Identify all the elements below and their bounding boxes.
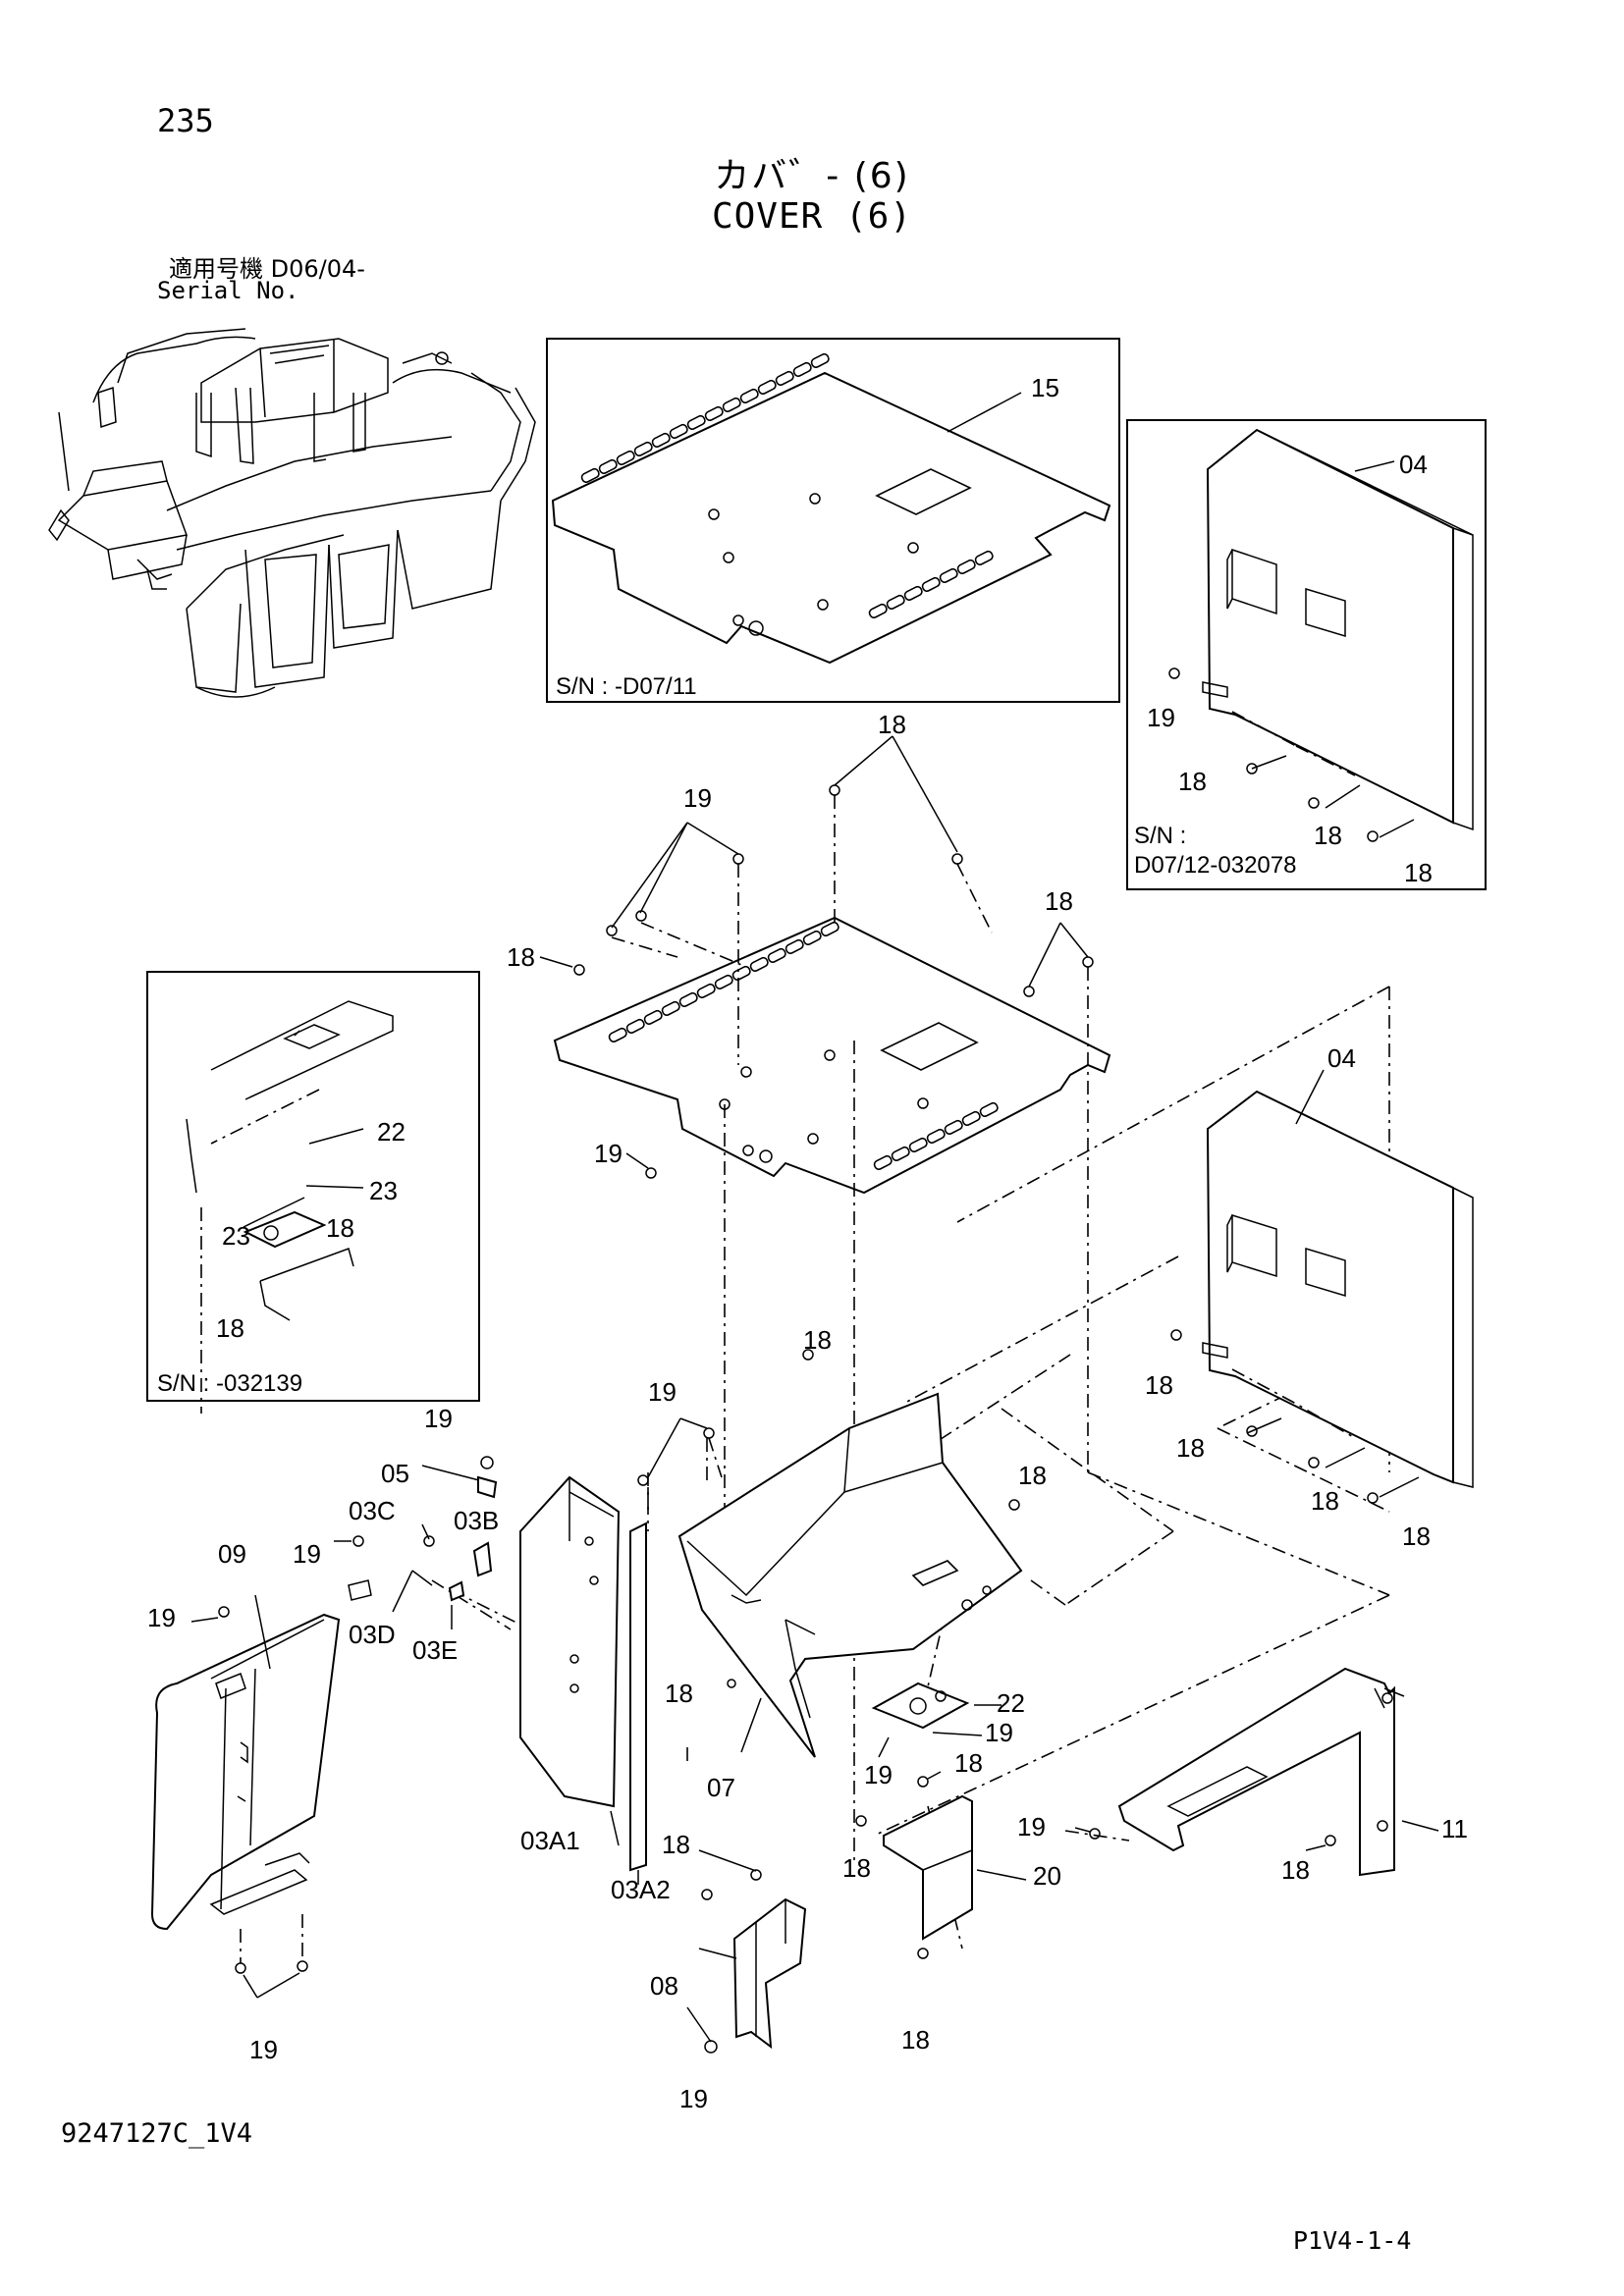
callout-03e: 03E: [412, 1635, 459, 1665]
callout-18-plate-left: 18: [507, 942, 535, 972]
callout-18-panel-d: 18: [1402, 1522, 1431, 1551]
callout-05: 05: [381, 1459, 409, 1488]
callout-19-plate-left: 19: [594, 1139, 623, 1168]
serial-label-japanese: 適用号機 D06/04-: [169, 255, 365, 283]
drawing-number: 9247127C_1V4: [61, 2118, 253, 2149]
main-top-plate: [553, 916, 1111, 1195]
inset-box-top-plate: [546, 338, 1120, 703]
callout-18-left-a: 18: [326, 1213, 354, 1243]
title-english: COVER (6): [711, 196, 913, 237]
callout-19-box: 19: [648, 1377, 677, 1407]
callout-19-09-bottom: 19: [249, 2035, 278, 2064]
main-cover-20: [883, 1794, 973, 1941]
callout-23-left-b: 23: [222, 1221, 250, 1251]
callout-04-main: 04: [1327, 1043, 1356, 1073]
callout-07: 07: [707, 1773, 735, 1802]
callout-18-inset-b: 18: [1314, 821, 1342, 850]
slot-row-a: [580, 352, 830, 483]
main-seal-03a2: [629, 1522, 647, 1872]
callout-18-20-left: 18: [842, 1853, 871, 1883]
callout-08: 08: [650, 1971, 678, 2001]
callout-18-20-bottom: 18: [901, 2025, 930, 2055]
callout-03d: 03D: [349, 1620, 396, 1649]
inset-box-side-panel: [1126, 419, 1487, 890]
page-reference: P1V4-1-4: [1293, 2226, 1412, 2255]
top-plate-15-inset: [551, 352, 1111, 665]
callout-18-inset-c: 18: [1404, 858, 1433, 887]
callout-19-mid: 19: [864, 1760, 893, 1789]
callout-18-panel-c: 18: [1311, 1486, 1339, 1516]
slot-row-b: [868, 550, 994, 618]
main-slot-row-b: [873, 1101, 999, 1170]
callout-18-20: 18: [954, 1748, 983, 1778]
callout-19-11: 19: [1017, 1812, 1046, 1842]
callout-19-top: 19: [683, 783, 712, 813]
page-number: 235: [157, 102, 214, 139]
callout-18-box-top: 18: [803, 1325, 832, 1355]
callout-19-09-top: 19: [293, 1539, 321, 1569]
sn-label-side-panel-line2: D07/12-032078: [1134, 852, 1297, 879]
callout-18-right-top: 18: [1045, 886, 1073, 916]
callout-18-left-b: 18: [216, 1313, 244, 1343]
callout-03a1: 03A1: [520, 1826, 580, 1855]
callout-18-inset-a: 18: [1178, 767, 1207, 796]
title-japanese: カバ゛- (6): [714, 156, 910, 196]
main-box-07: [677, 1392, 1023, 1758]
callout-18-box-right: 18: [1018, 1461, 1047, 1490]
callout-19-inset: 19: [1147, 703, 1175, 732]
callout-18-11: 18: [1281, 1855, 1310, 1885]
machine-overview-sketch: [48, 328, 536, 698]
inset-box-left-detail: [146, 971, 480, 1402]
sn-label-left-detail: S/N : -032139: [157, 1370, 303, 1397]
main-slot-row-a: [608, 921, 839, 1042]
callout-19-05: 19: [424, 1404, 453, 1433]
main-bracket-08: [732, 1897, 807, 2050]
callout-20: 20: [1033, 1861, 1061, 1891]
main-stay-03a1: [519, 1475, 621, 1808]
main-small-parts-03: [218, 1427, 715, 1618]
sn-label-top-plate: S/N : -D07/11: [556, 673, 697, 700]
callout-09: 09: [218, 1539, 246, 1569]
callout-18-panel-a: 18: [1145, 1370, 1173, 1400]
main-plate-22: [871, 1682, 970, 1730]
callout-19-09-left: 19: [147, 1603, 176, 1632]
callout-18-top: 18: [878, 710, 906, 739]
callout-23-left-a: 23: [369, 1176, 398, 1205]
callout-03c: 03C: [349, 1496, 396, 1525]
callout-22-main: 22: [997, 1688, 1025, 1718]
left-detail-parts: [186, 1000, 394, 1414]
callout-03b: 03B: [454, 1506, 500, 1535]
callout-19-main-22: 19: [985, 1718, 1013, 1747]
sn-label-side-panel-line1: S/N :: [1134, 823, 1187, 849]
serial-label-english: Serial No.: [157, 277, 299, 304]
callout-18-panel-b: 18: [1176, 1433, 1205, 1463]
main-cover-09: [150, 1579, 372, 1931]
main-bracket-11: [1117, 1667, 1405, 1877]
callout-11: 11: [1441, 1814, 1468, 1843]
callout-22-left: 22: [377, 1117, 406, 1147]
callout-04-inset: 04: [1399, 450, 1428, 479]
main-side-panel-04: [1202, 1090, 1474, 1488]
callout-18-07: 18: [665, 1679, 693, 1708]
callout-19-08: 19: [679, 2084, 708, 2113]
side-panel-04-inset: [1202, 428, 1474, 831]
callout-03a2: 03A2: [611, 1875, 671, 1904]
callout-18-08: 18: [662, 1830, 690, 1859]
callout-15: 15: [1031, 373, 1059, 402]
